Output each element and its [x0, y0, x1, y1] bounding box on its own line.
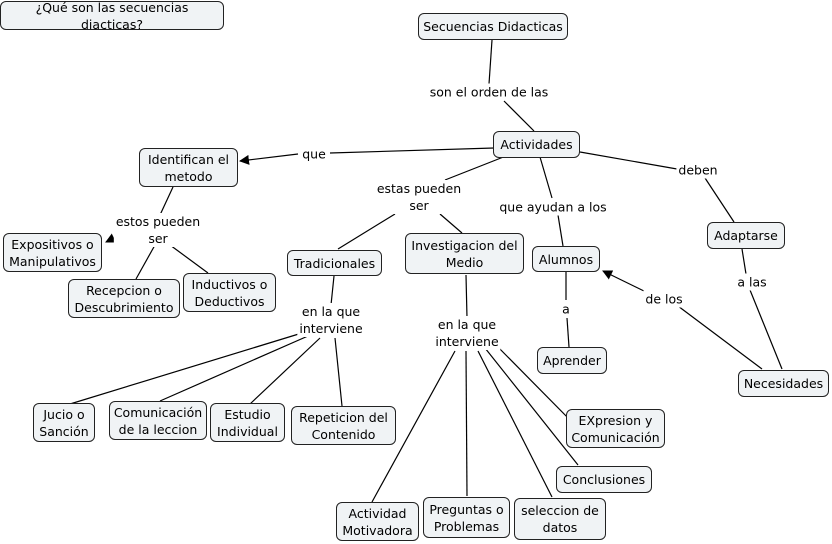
link-de-los: de los: [643, 290, 685, 308]
edge-actividades-ayudan: [539, 156, 553, 199]
node-tradicionales[interactable]: Tradicionales: [287, 250, 382, 276]
edge-enlaque2-preguntas: [465, 350, 468, 497]
edge-estos-expositivos: [105, 233, 117, 243]
node-estudio-individual[interactable]: Estudio Individual: [210, 403, 285, 442]
edge-delos-alumnos: [602, 270, 647, 293]
edge-actividades-estas: [444, 155, 507, 181]
edge-enlaque2-expresion: [494, 343, 576, 426]
edge-identifican-estos: [159, 186, 174, 216]
node-secuencias-didacticas[interactable]: Secuencias Didacticas: [418, 13, 568, 40]
link-estas-pueden-ser: estas pueden ser: [374, 180, 464, 214]
node-aprender[interactable]: Aprender: [537, 347, 607, 374]
node-seleccion-datos[interactable]: seleccion de datos: [514, 498, 606, 540]
node-actividades[interactable]: Actividades: [493, 131, 580, 158]
edge-ayudan-alumnos: [557, 214, 564, 247]
edge-enlaque2-seleccion: [477, 350, 553, 498]
node-jucio-sancion[interactable]: Jucio o Sanción: [33, 403, 95, 442]
edge-tradicionales-enlaque1: [330, 275, 335, 306]
link-deben: deben: [676, 161, 720, 179]
node-expositivos[interactable]: Expositivos o Manipulativos: [3, 233, 102, 272]
edge-estos-inductivos: [169, 244, 209, 274]
edge-deben-adaptarse: [704, 177, 735, 223]
node-adaptarse[interactable]: Adaptarse: [707, 222, 785, 249]
link-en-la-que-tradicionales: en la que interviene: [297, 303, 365, 337]
edge-estos-recepcion: [135, 244, 156, 280]
edge-orden-actividades: [503, 100, 535, 132]
edge-actividades-que: [329, 147, 495, 154]
link-que: que: [300, 145, 328, 163]
edge-necesidades-delos: [673, 302, 763, 370]
node-preguntas-problemas[interactable]: Preguntas o Problemas: [423, 497, 510, 538]
edge-que-identifican: [239, 153, 299, 165]
link-en-la-que-investigacion: en la que interviene: [433, 316, 501, 350]
node-identifican-metodo[interactable]: Identifican el metodo: [139, 148, 238, 187]
edge-enlaque1-comunicacion: [159, 335, 309, 402]
edge-a-aprender: [566, 317, 570, 348]
edge-enlaque2-motivadora: [371, 350, 456, 503]
node-conclusiones[interactable]: Conclusiones: [556, 466, 652, 493]
node-inductivos[interactable]: Inductivos o Deductivos: [183, 273, 276, 312]
edge-enlaque1-repeticion: [334, 337, 343, 407]
node-alumnos[interactable]: Alumnos: [532, 246, 600, 272]
node-actividad-motivadora[interactable]: Actividad Motivadora: [336, 502, 419, 541]
edge-adaptarse-alas: [741, 248, 747, 275]
edge-enlaque1-jucio: [69, 332, 303, 405]
link-a-las: a las: [735, 273, 769, 291]
link-a: a: [560, 300, 572, 318]
node-investigacion-medio[interactable]: Investigacion del Medio: [405, 233, 524, 274]
edge-investigacion-enlaque2: [465, 274, 468, 319]
edge-estas-investigacion: [439, 213, 463, 234]
edge-estas-tradicionales: [337, 213, 396, 250]
node-necesidades[interactable]: Necesidades: [738, 370, 829, 397]
node-comunicacion-leccion[interactable]: Comunicación de la leccion: [109, 401, 207, 440]
edge-enlaque1-estudio: [249, 337, 321, 405]
edge-enlaque2-conclusiones: [484, 347, 579, 466]
node-expresion-comunicacion[interactable]: EXpresion y Comunicación: [566, 409, 665, 448]
node-recepcion[interactable]: Recepcion o Descubrimiento: [68, 279, 180, 318]
edge-secuencias-orden: [488, 39, 493, 85]
link-son-el-orden: son el orden de las: [427, 83, 551, 101]
link-que-ayudan: que ayudan a los: [497, 198, 609, 216]
node-question[interactable]: ¿Qué son las secuencias diacticas?: [0, 0, 224, 32]
link-estos-pueden-ser: estos pueden ser: [113, 213, 203, 247]
edge-alas-necesidades: [749, 289, 783, 370]
node-repeticion-contenido[interactable]: Repeticion del Contenido: [291, 406, 396, 445]
edge-actividades-deben: [579, 151, 678, 170]
